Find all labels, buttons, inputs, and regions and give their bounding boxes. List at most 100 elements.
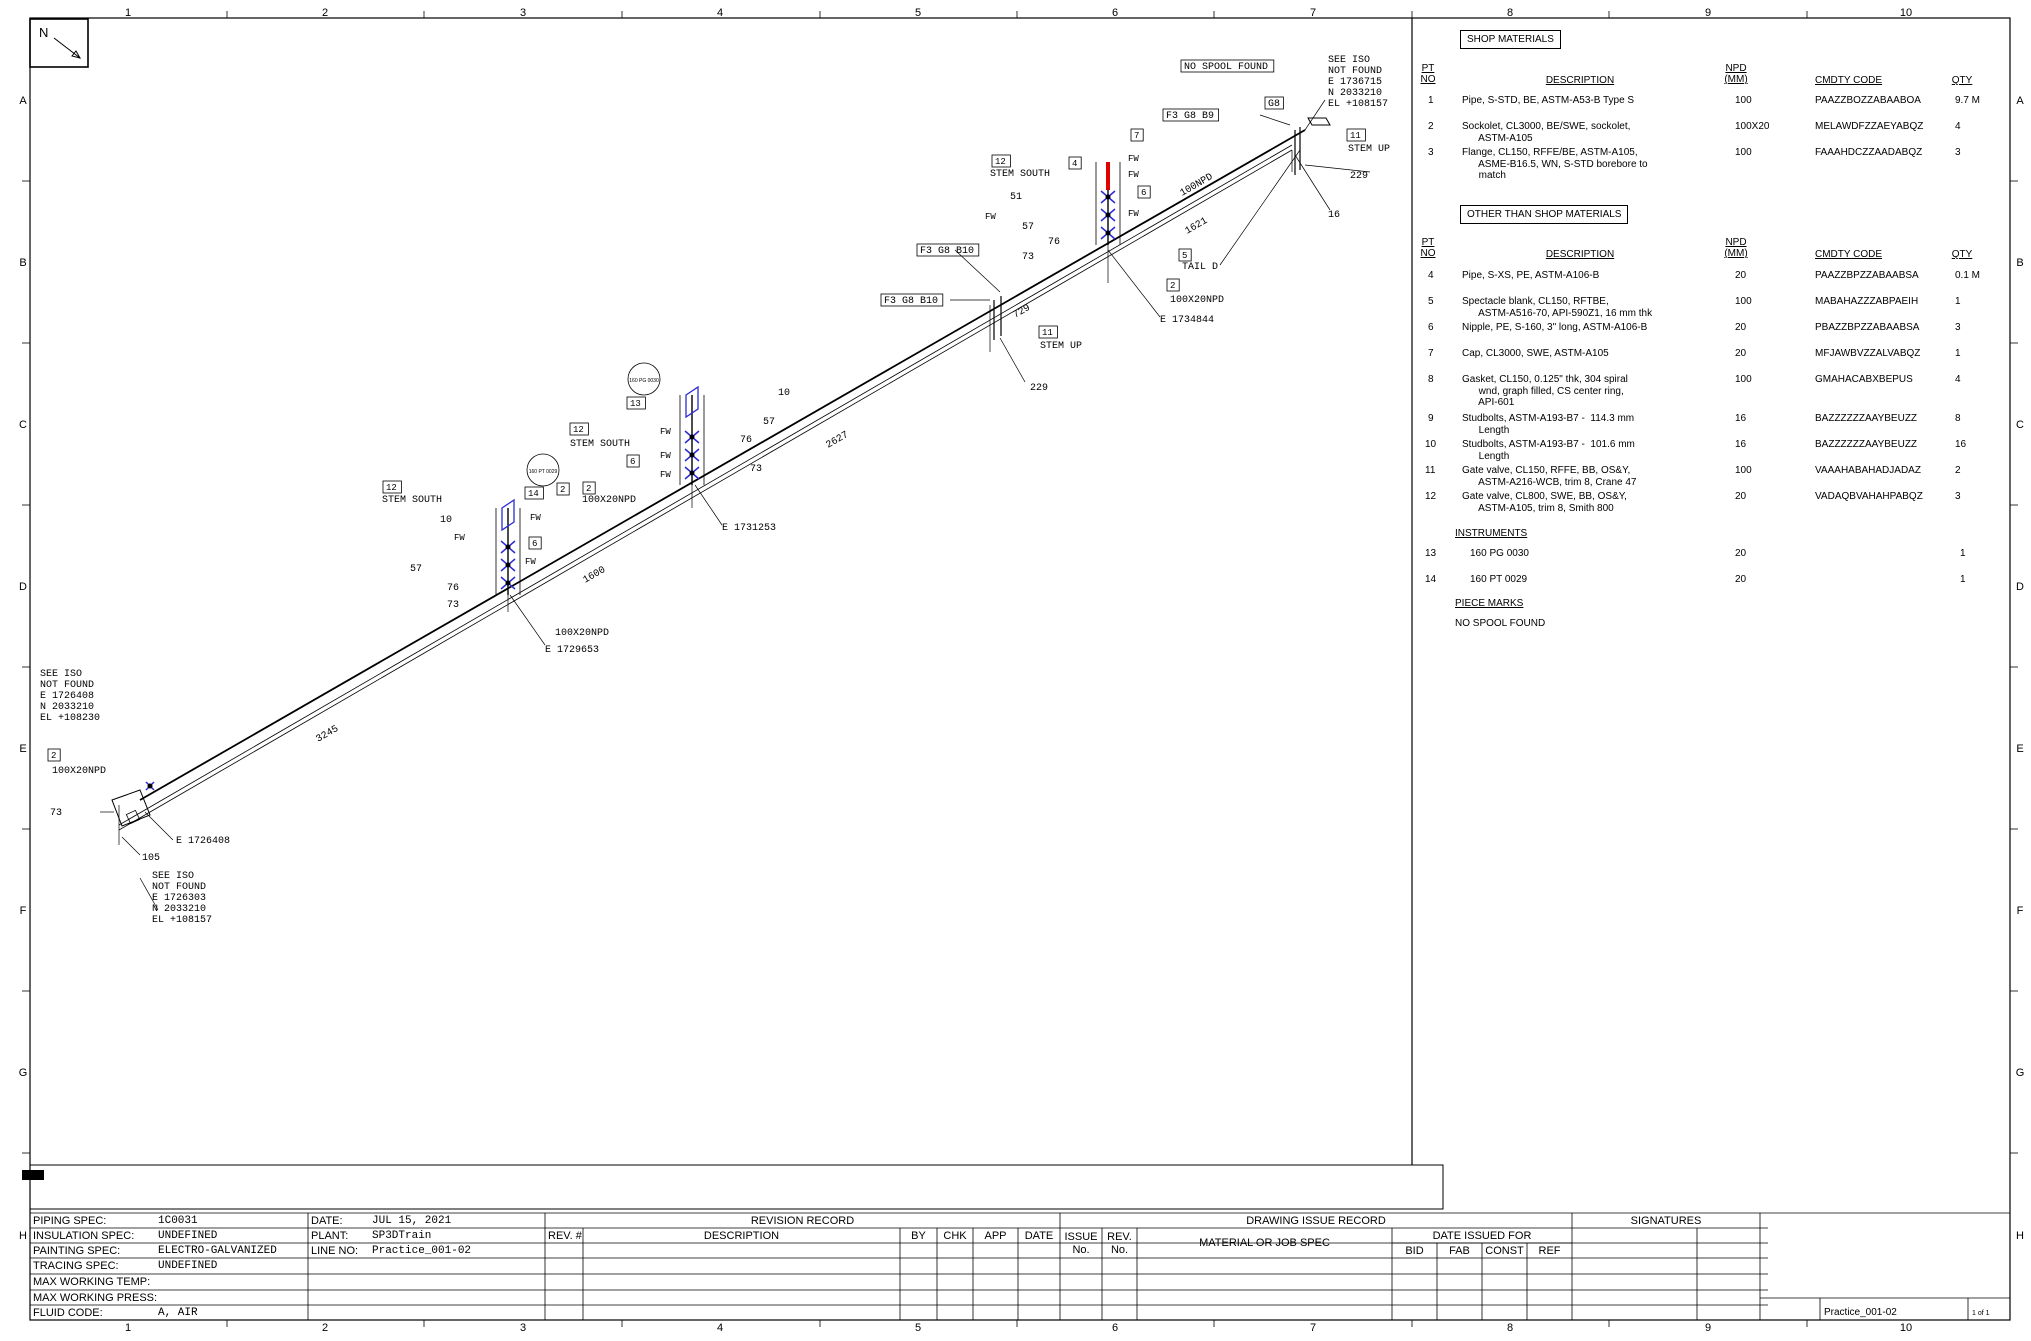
grid-col-top-1: 1 — [125, 7, 131, 19]
grid-row-left-D: D — [19, 581, 27, 593]
stem-label-2: STEM SOUTH — [570, 439, 630, 450]
other-row-5-pt: 5 — [1428, 296, 1434, 307]
num-76-c: 76 — [1048, 237, 1060, 248]
dim-1600: 1600 — [582, 565, 608, 587]
fw-label-4: FW — [660, 451, 671, 461]
marker-12-13: 12 — [573, 425, 584, 435]
grid-row-left-F: F — [20, 905, 27, 917]
npd-label-2: 100X20NPD — [555, 628, 609, 639]
tag-f3g8b10-b: F3 G8 B10 — [920, 246, 974, 257]
other-row-4-qty: 0.1 M — [1955, 270, 1981, 281]
num-51: 51 — [1010, 192, 1022, 203]
marker-7-9: 7 — [1134, 131, 1139, 141]
shop-row-1-npd: 100 — [1735, 95, 1752, 106]
grid-col-bottom-8: 8 — [1507, 1322, 1513, 1334]
see-iso-bottom-3: N 2033210 — [152, 904, 206, 915]
grid-col-top-7: 7 — [1310, 7, 1316, 19]
rev-description-header: DESCRIPTION — [703, 1230, 780, 1242]
shop-row-3-pt: 3 — [1428, 147, 1434, 158]
grid-col-bottom-3: 3 — [520, 1322, 526, 1334]
issue-rev-no-header: REV. No. — [1107, 1231, 1132, 1256]
piping-spec-label: PIPING SPEC: — [33, 1215, 107, 1227]
other-row-12-desc: Gate valve, CL800, SWE, BB, OS&Y, ASTM-A… — [1462, 491, 1627, 514]
other-row-6-pt: 6 — [1428, 322, 1434, 333]
drawing-issue-record-title: DRAWING ISSUE RECORD — [1246, 1215, 1386, 1227]
tag-f3g8b10-a: F3 G8 B10 — [884, 296, 938, 307]
see-iso-bottom-0: SEE ISO — [152, 871, 194, 882]
shop-row-2-pt: 2 — [1428, 121, 1434, 132]
other-row-11-npd: 100 — [1735, 465, 1752, 476]
bid-header: BID — [1405, 1245, 1424, 1257]
num-229-a: 229 — [1030, 383, 1048, 394]
num-105: 105 — [142, 853, 160, 864]
date-value: JUL 15, 2021 — [372, 1215, 452, 1227]
other-row-11-code: VAAAHABAHADJADAZ — [1815, 465, 1921, 476]
grid-col-bottom-5: 5 — [915, 1322, 921, 1334]
grid-ticks — [22, 11, 2018, 1327]
other-row-12-npd: 20 — [1735, 491, 1747, 502]
elev-1: E 1726408 — [176, 836, 230, 847]
other-row-10-code: BAZZZZZZAAYBEUZZ — [1815, 439, 1918, 450]
notes-box — [29, 1164, 1444, 1210]
bom-header-description: DESCRIPTION — [1545, 75, 1615, 86]
instrument-row-14-pt: 14 — [1425, 574, 1437, 585]
painting-spec-value: ELECTRO-GALVANIZED — [158, 1245, 277, 1257]
shop-row-1-pt: 1 — [1428, 95, 1434, 106]
leader-lines — [100, 99, 1371, 911]
north-arrow-icon — [53, 37, 81, 59]
grid-col-top-2: 2 — [322, 7, 328, 19]
other-row-4-npd: 20 — [1735, 270, 1747, 281]
other-row-9-npd: 16 — [1735, 413, 1747, 424]
shop-row-3-qty: 3 — [1955, 147, 1961, 158]
stem-label-3: STEM SOUTH — [990, 169, 1050, 180]
see-iso-top-3: N 2033210 — [1328, 88, 1382, 99]
fw-label-1: FW — [454, 533, 465, 543]
other-materials-title: OTHER THAN SHOP MATERIALS — [1460, 205, 1629, 224]
marker-2-0: 2 — [51, 751, 56, 761]
grid-row-right-E: E — [2016, 743, 2023, 755]
marker-2-2: 2 — [586, 484, 591, 494]
rev-chk-header: CHK — [943, 1230, 967, 1242]
other-row-6-qty: 3 — [1955, 322, 1961, 333]
pipe-run — [111, 117, 1331, 845]
fw-label-3: FW — [660, 427, 671, 437]
see-iso-left-2: E 1726408 — [40, 691, 94, 702]
other-row-6-code: PBAZZBPZZABAABSA — [1815, 322, 1920, 333]
signatures-header: SIGNATURES — [1630, 1215, 1702, 1227]
marker-5-5: 5 — [1182, 251, 1187, 261]
other-row-5-npd: 100 — [1735, 296, 1752, 307]
stem-label-1: STEM SOUTH — [382, 495, 442, 506]
num-76-b: 76 — [740, 435, 752, 446]
tracing-spec-value: UNDEFINED — [158, 1260, 218, 1272]
issue-no-header: ISSUE No. — [1064, 1231, 1098, 1256]
instrument-bubble-pt — [526, 453, 560, 487]
shop-row-3-npd: 100 — [1735, 147, 1752, 158]
instrument-bubble-pt-text: 160 PT 0029 — [529, 469, 558, 475]
shop-row-2-desc: Sockolet, CL3000, BE/SWE, sockolet, ASTM… — [1462, 121, 1631, 144]
other-row-8-npd: 100 — [1735, 374, 1752, 385]
num-10-a: 10 — [440, 515, 452, 526]
piping-spec-value: 1C0031 — [158, 1215, 198, 1227]
grid-col-bottom-7: 7 — [1310, 1322, 1316, 1334]
other-row-7-pt: 7 — [1428, 348, 1434, 359]
date-issued-for-header: DATE ISSUED FOR — [1432, 1230, 1532, 1242]
shop-row-3-desc: Flange, CL150, RFFE/BE, ASTM-A105, ASME-… — [1462, 147, 1648, 181]
other-row-12-pt: 12 — [1425, 491, 1437, 502]
fab-header: FAB — [1449, 1245, 1470, 1257]
marker-11-11: 11 — [1350, 131, 1361, 141]
ref-header: REF — [1538, 1245, 1561, 1257]
see-iso-left-1: NOT FOUND — [40, 680, 94, 691]
num-73-b: 73 — [447, 600, 459, 611]
instrument-row-13-desc: 160 PG 0030 — [1470, 548, 1529, 559]
material-job-spec-header: MATERIAL OR JOB SPEC — [1199, 1237, 1330, 1249]
other-row-7-code: MFJAWBVZZALVABQZ — [1815, 348, 1921, 359]
other-row-9-desc: Studbolts, ASTM-A193-B7 - 114.3 mm Lengt… — [1462, 413, 1635, 436]
fw-label-2: FW — [525, 557, 536, 567]
marker-2-1: 2 — [560, 485, 565, 495]
other-row-7-npd: 20 — [1735, 348, 1747, 359]
grid-col-bottom-2: 2 — [322, 1322, 328, 1334]
other-row-11-desc: Gate valve, CL150, RFFE, BB, OS&Y, ASTM-… — [1462, 465, 1637, 488]
bom-header-cmdty: CMDTY CODE — [1815, 75, 1883, 86]
instrument-row-13-qty: 1 — [1960, 548, 1966, 559]
